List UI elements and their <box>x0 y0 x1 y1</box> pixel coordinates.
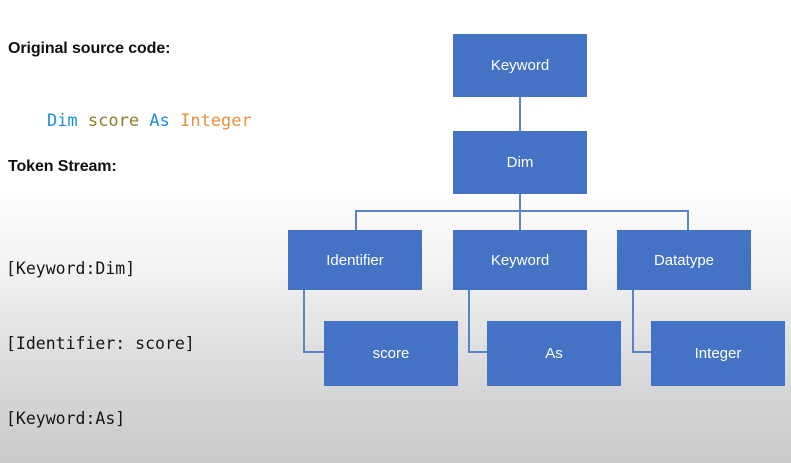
tree-node-keyword-child[interactable]: Keyword <box>453 230 587 290</box>
connector-root-to-dim <box>519 97 521 131</box>
connector-identifier-to-score <box>303 290 325 353</box>
token-stream-list: [Keyword:Dim] [Identifier: score] [Keywo… <box>6 206 195 463</box>
connector-drop-keyword2 <box>519 210 521 231</box>
connector-dim-stub <box>519 194 521 211</box>
source-code-line: Dim score As Integer <box>6 91 252 151</box>
token-stream-line: [Keyword:As] <box>6 409 126 428</box>
token-stream-heading: Token Stream: <box>8 158 117 175</box>
tree-node-datatype[interactable]: Datatype <box>617 230 751 290</box>
code-token-dim: Dim <box>46 111 78 131</box>
code-token-as: As <box>149 111 170 131</box>
code-space-2 <box>139 111 149 131</box>
code-space-3 <box>170 111 180 131</box>
tree-node-keyword-root[interactable]: Keyword <box>453 34 587 97</box>
code-token-integer: Integer <box>180 111 252 131</box>
tree-node-identifier[interactable]: Identifier <box>288 230 422 290</box>
source-code-heading: Original source code: <box>8 40 171 57</box>
tree-node-integer[interactable]: Integer <box>651 321 785 386</box>
connector-drop-identifier <box>355 210 357 231</box>
tree-node-as[interactable]: As <box>487 321 621 386</box>
connector-dim-bar <box>355 210 688 212</box>
code-space-1 <box>78 111 88 131</box>
code-token-score: score <box>87 111 140 131</box>
tree-node-score[interactable]: score <box>324 321 458 386</box>
token-stream-line: [Identifier: score] <box>6 334 195 353</box>
connector-datatype-to-integer <box>632 290 651 353</box>
connector-drop-datatype <box>687 210 689 231</box>
tree-node-dim[interactable]: Dim <box>453 131 587 194</box>
connector-keyword2-to-as <box>468 290 487 353</box>
token-stream-line: [Keyword:Dim] <box>6 259 136 278</box>
